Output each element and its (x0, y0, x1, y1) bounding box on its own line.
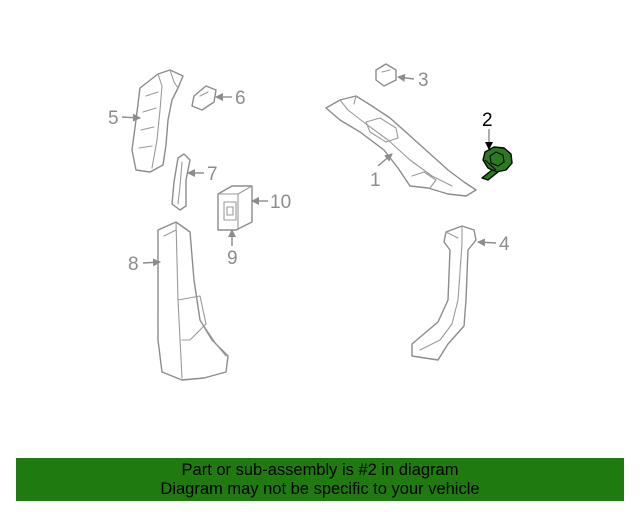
part-10-switch-housing (217, 185, 253, 231)
part-3-clip (375, 63, 397, 87)
callout-4: 4 (499, 234, 510, 255)
banner-line-disclaimer: Diagram may not be specific to your vehi… (160, 480, 480, 498)
callout-10: 10 (270, 192, 291, 213)
callout-6: 6 (235, 88, 246, 109)
info-banner: Part or sub-assembly is #2 in diagram Di… (16, 458, 624, 501)
callout-5: 5 (108, 108, 119, 129)
part-7-small-trim (171, 153, 191, 211)
banner-line-part-number: Part or sub-assembly is #2 in diagram (181, 461, 459, 479)
part-1-a-pillar-trim (325, 95, 477, 197)
callout-1: 1 (370, 170, 381, 191)
callout-9: 9 (227, 248, 238, 269)
leader-1 (377, 153, 393, 167)
part-8-lower-pillar-trim (157, 221, 229, 381)
leader-8 (142, 258, 161, 267)
leader-5 (121, 113, 141, 122)
part-6-clip (191, 85, 217, 111)
part-2-fastener-highlighted (481, 146, 513, 181)
leader-3 (397, 73, 415, 82)
callout-2: 2 (482, 110, 493, 131)
callout-8: 8 (128, 254, 139, 275)
part-5-upper-pillar-trim (131, 69, 184, 173)
leader-4 (477, 238, 497, 247)
callout-7: 7 (207, 164, 218, 185)
callout-3: 3 (418, 70, 429, 91)
part-4-b-pillar-trim (411, 225, 477, 361)
